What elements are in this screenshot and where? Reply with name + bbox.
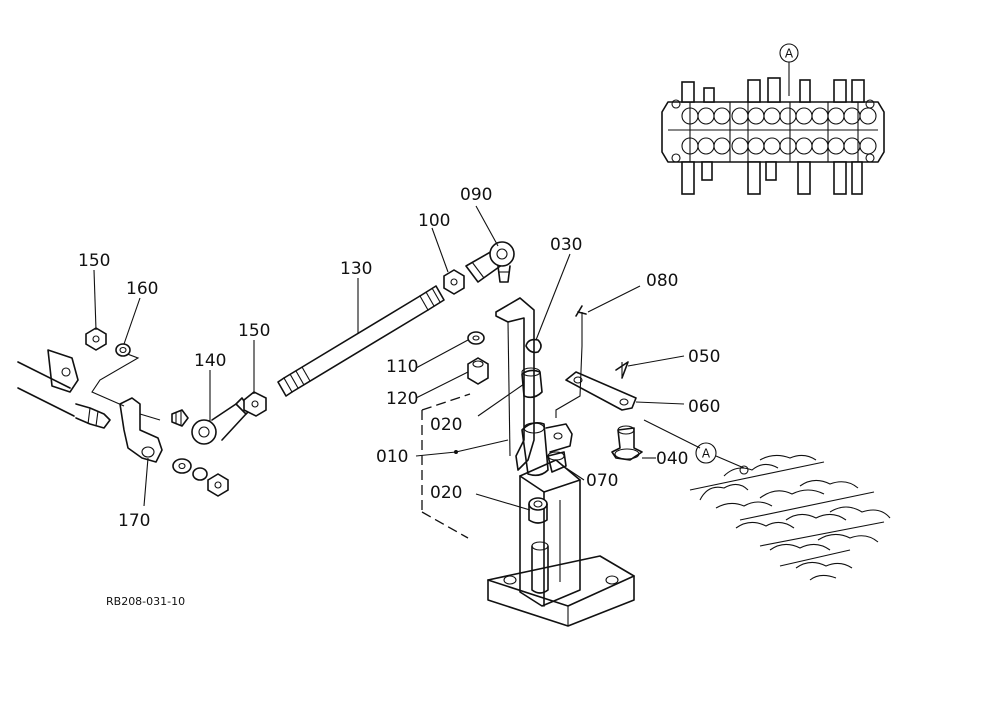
- callout-080: 080: [646, 271, 678, 291]
- view-marker-a-top: [779, 43, 799, 63]
- callout-030: 030: [550, 235, 582, 255]
- rod-130: [277, 285, 445, 397]
- section-a-valve-spools: A: [643, 419, 891, 581]
- svg-text:A: A: [702, 447, 711, 461]
- callout-090: 090: [460, 185, 492, 205]
- leader-lines: [93, 205, 685, 511]
- callout-140: 140: [194, 351, 226, 371]
- callout-170: 170: [118, 511, 150, 531]
- spool-circles-top: [681, 107, 877, 125]
- callout-110: 110: [386, 357, 418, 377]
- callout-070: 070: [586, 471, 618, 491]
- svg-text:A: A: [785, 47, 794, 61]
- view-marker-a-side: [695, 442, 717, 464]
- inset-valve-view: A: [661, 43, 885, 195]
- callout-020a: 020: [430, 415, 462, 435]
- callout-130: 130: [340, 259, 372, 279]
- callout-160: 160: [126, 279, 158, 299]
- rod-end-090: [443, 241, 515, 295]
- callout-100: 100: [418, 211, 450, 231]
- callout-040: 040: [656, 449, 688, 469]
- callout-150a: 150: [78, 251, 110, 271]
- callout-150b: 150: [238, 321, 270, 341]
- callout-020b: 020: [430, 483, 462, 503]
- callout-050: 050: [688, 347, 720, 367]
- left-lever-assembly: [17, 327, 267, 497]
- callout-labels: 150 160 140 150 130 100 090 030 080 050 …: [78, 185, 720, 531]
- callout-120: 120: [386, 389, 418, 409]
- callout-010: 010: [376, 447, 408, 467]
- lever-stand-assembly: [421, 297, 643, 627]
- spool-circles-bottom: [681, 137, 877, 155]
- diagram-code: RB208-031-10: [106, 595, 185, 608]
- callout-060: 060: [688, 397, 720, 417]
